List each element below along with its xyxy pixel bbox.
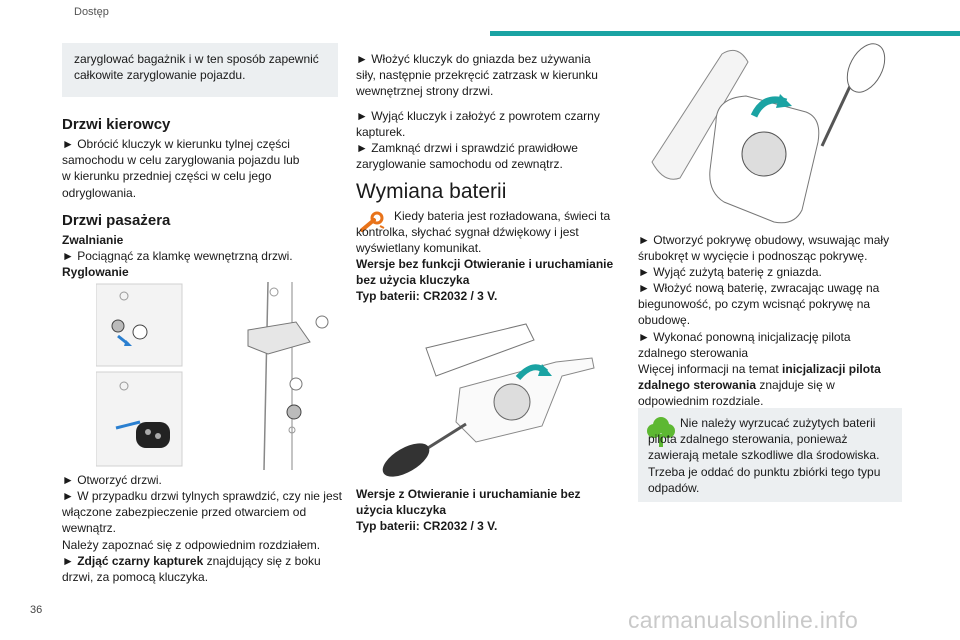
unlock-label: Zwalnianie xyxy=(62,233,124,247)
battery-intro: Kiedy bateria jest rozładowana, świeci t… xyxy=(356,209,611,256)
smart-key-battery-figure xyxy=(646,42,902,232)
section-title: Dostęp xyxy=(74,6,109,18)
insert-key-step: ► Włożyć kluczyk do gniazda bez używania… xyxy=(356,52,598,99)
version1-line1: Wersje bez funkcji Otwieranie i uruchami… xyxy=(356,257,614,271)
version2-line1: Wersje z Otwieranie i uruchamianie bez xyxy=(356,487,581,501)
driver-door-heading: Drzwi kierowcy xyxy=(62,116,171,133)
more-info-pre: Więcej informacji na temat xyxy=(638,362,783,376)
door-lock-figure xyxy=(96,282,336,470)
remove-cap-rest: znajdujący się z boku drzwi, za pomocą k… xyxy=(62,554,321,585)
version1-line2: bez użycia kluczyka xyxy=(356,273,470,287)
check-lock-step: ► Zamknąć drzwi i sprawdzić prawidłowe z… xyxy=(356,141,578,172)
rear-door-check-step: ► W przypadku drzwi tylnych sprawdzić, c… xyxy=(62,489,342,536)
open-cover-step: ► Otworzyć pokrywę obudowy, wsuwając mał… xyxy=(638,233,890,264)
header-accent-bar xyxy=(490,31,960,36)
passenger-door-heading: Drzwi pasażera xyxy=(62,212,171,229)
remove-cap-step: ► Zdjąć czarny kapturek znajdujący się z… xyxy=(62,553,322,585)
version2-battery-type: Typ baterii: CR2032 / 3 V. xyxy=(356,519,498,533)
open-door-step: ► Otworzyć drzwi. xyxy=(62,473,162,487)
more-info-post: znajduje się w odpowiednim rozdziale. xyxy=(638,378,835,409)
environment-note-text: Nie należy wyrzucać zużytych baterii pil… xyxy=(648,416,881,495)
more-info-bold: inicjalizacji pilota zdalnego sterowania xyxy=(638,362,881,393)
watermark: carmanualsonline.info xyxy=(628,607,859,633)
reinit-step: ► Wykonać ponowną inicjalizację pilota z… xyxy=(638,330,851,361)
intro-note-text: zaryglować bagażnik i w ten sposób zapew… xyxy=(74,52,319,83)
tree-icon xyxy=(646,414,676,448)
remove-key-step: ► Wyjąć kluczyk i założyć z powrotem cza… xyxy=(356,109,600,140)
environment-note-box xyxy=(638,408,902,502)
driver-door-text: ► Obrócić kluczyk w kierunku tylnej częś… xyxy=(62,137,300,200)
page-number: 36 xyxy=(30,604,43,616)
unlock-text: ► Pociągnąć za klamkę wewnętrzną drzwi. xyxy=(62,249,293,263)
key-fob-battery-figure xyxy=(356,318,618,480)
insert-battery-step: ► Włożyć nową baterię, zwracając uwagę n… xyxy=(638,281,880,328)
lock-label: Ryglowanie xyxy=(62,265,129,279)
wrench-icon xyxy=(356,208,388,240)
intro-note-box xyxy=(62,43,338,97)
version1-battery-type: Typ baterii: CR2032 / 3 V. xyxy=(356,289,498,303)
remove-battery-step: ► Wyjąć zużytą baterię z gniazda. xyxy=(638,265,822,279)
see-chapter-note: Należy zapoznać się z odpowiednim rozdzi… xyxy=(62,538,321,552)
version2-line2: użycia kluczyka xyxy=(356,503,447,517)
more-info-text: Więcej informacji na temat inicjalizacji… xyxy=(638,361,900,410)
remove-cap-bold: ► Zdjąć czarny kapturek xyxy=(62,554,204,568)
battery-replacement-heading: Wymiana baterii xyxy=(356,180,507,203)
